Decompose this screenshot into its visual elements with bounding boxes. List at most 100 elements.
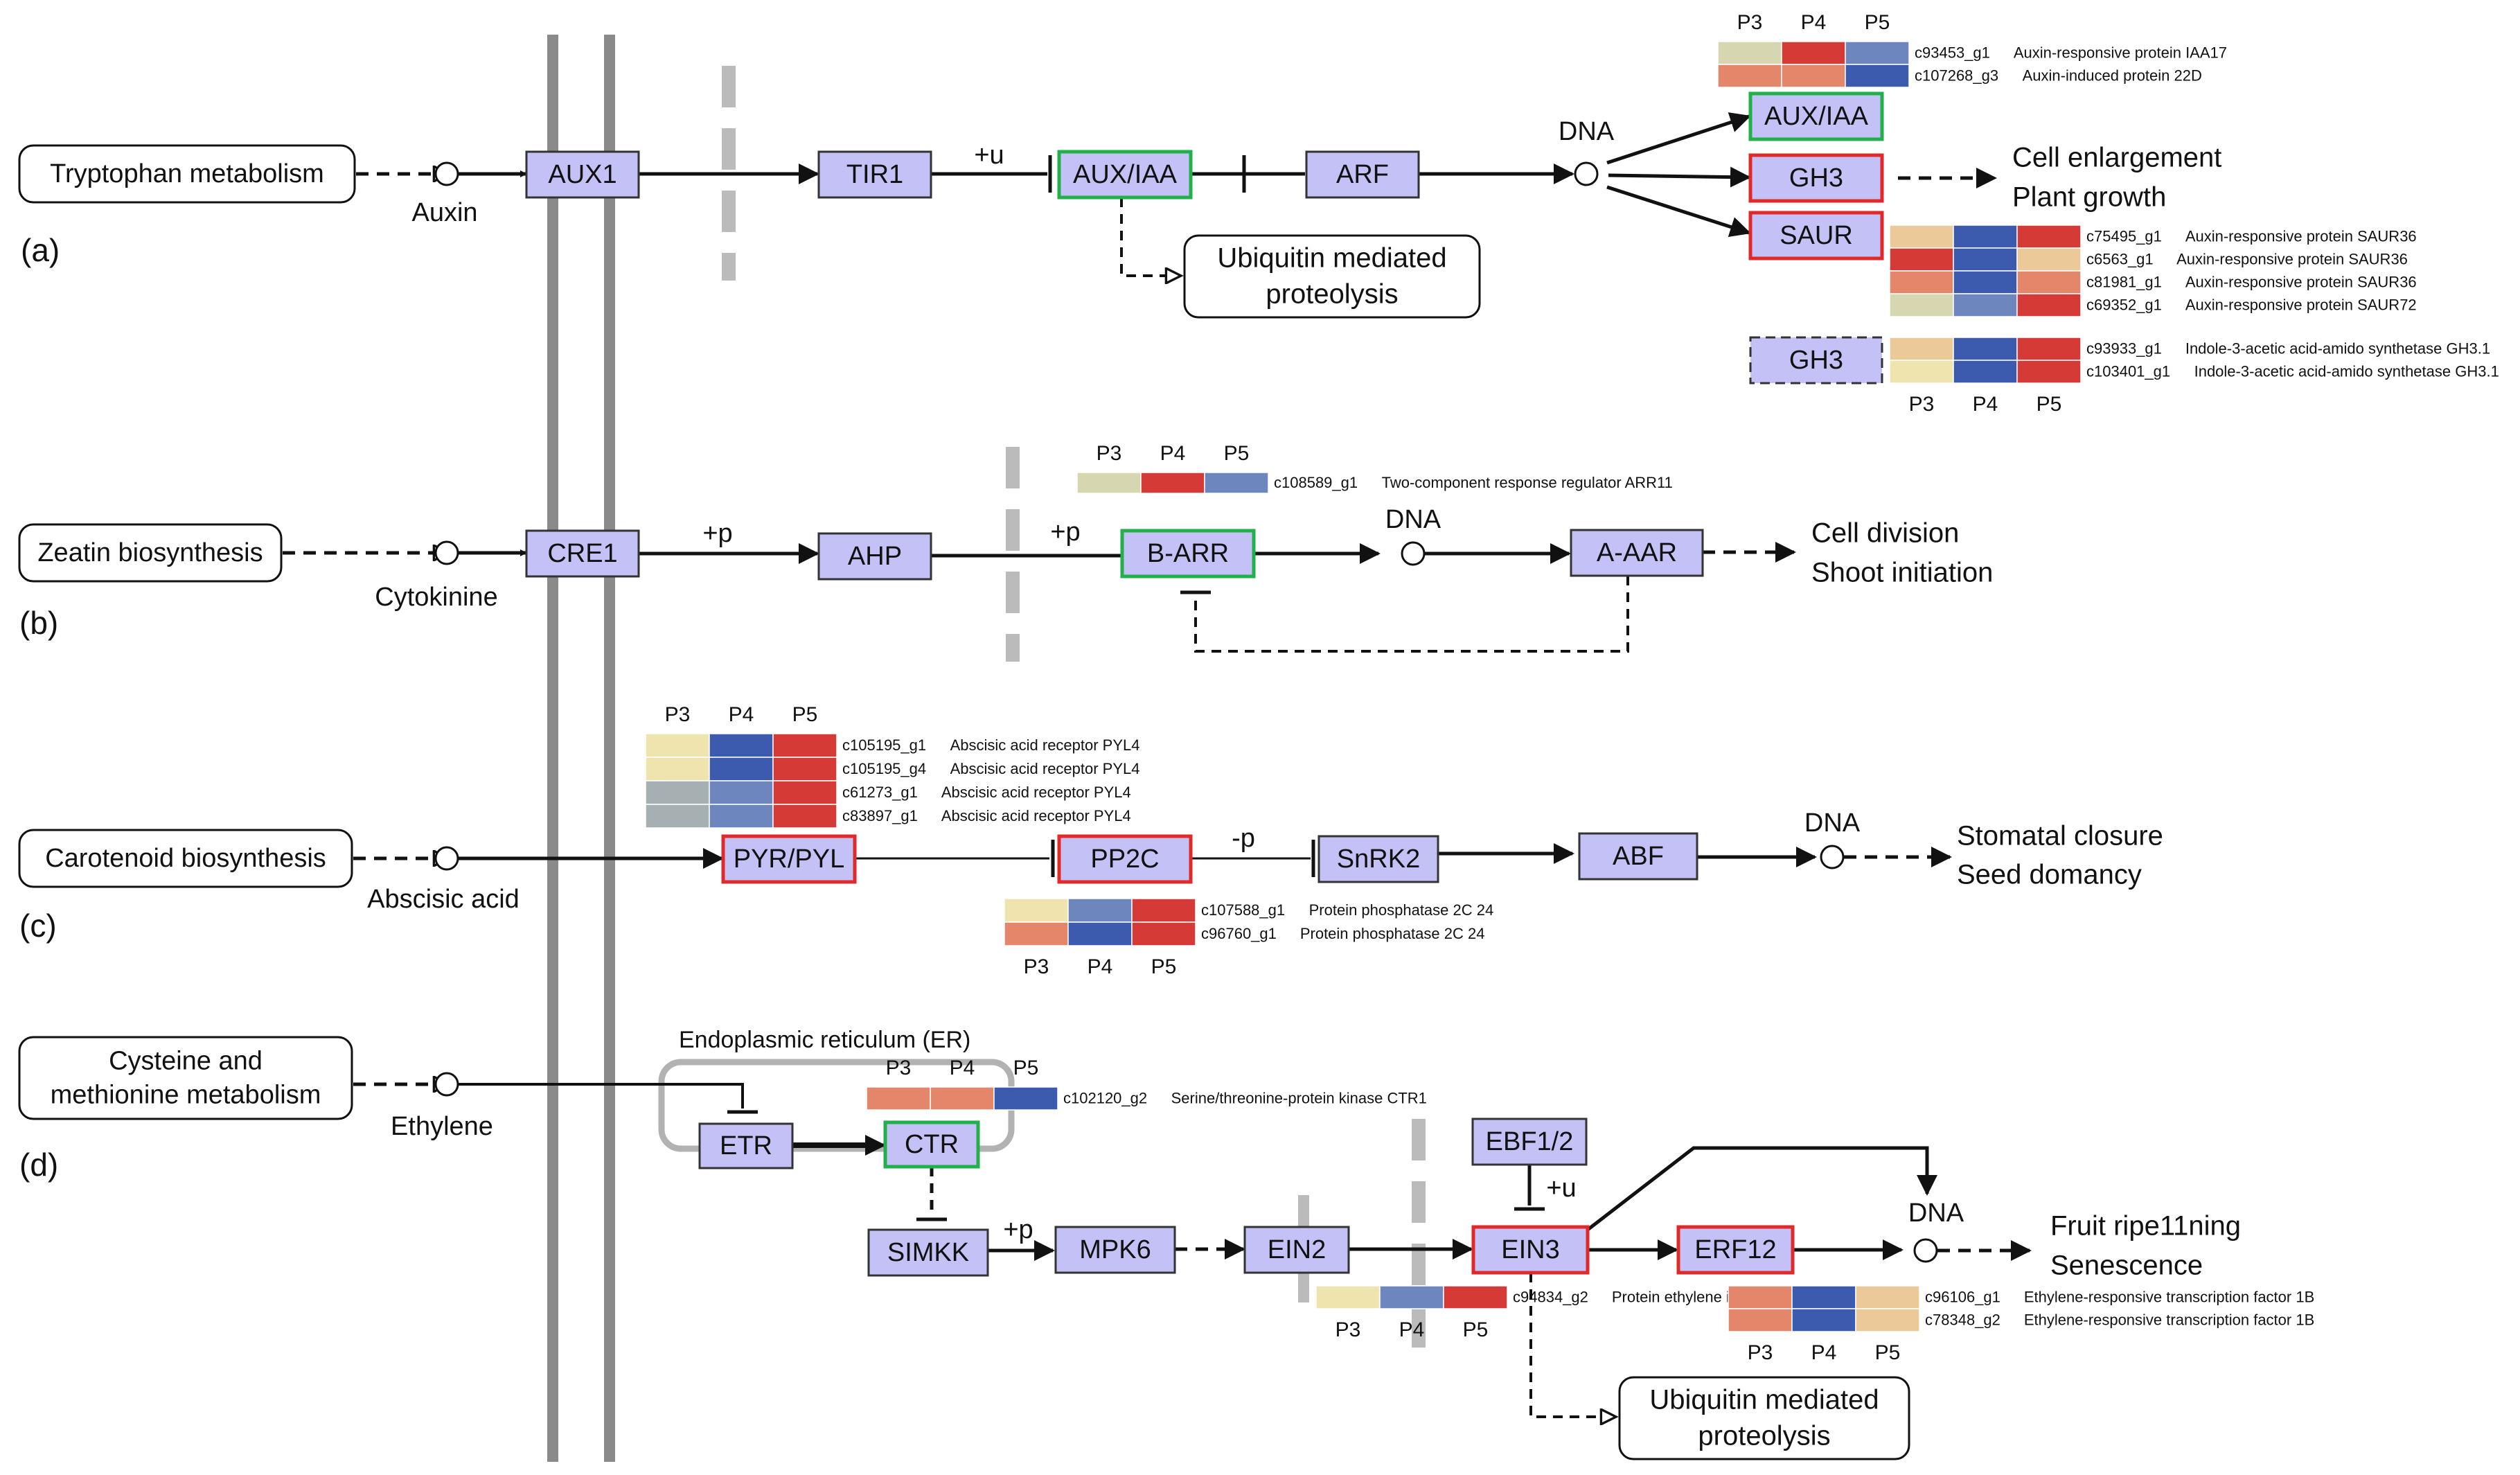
outcome-d-line1: Fruit ripe11ning <box>2050 1211 2241 1242</box>
gene-box <box>1578 832 1698 881</box>
dna-label-b: DNA <box>1385 505 1441 534</box>
gene-simkk: SIMKK <box>867 1228 989 1277</box>
gene-box <box>1570 529 1704 577</box>
heatmap-cell <box>1131 898 1196 923</box>
gene-box <box>1057 150 1193 200</box>
gene-id: c75495_g1 <box>2086 227 2162 245</box>
label-plus-p-b1: +p <box>702 519 732 548</box>
source-box-tryptophan-text: Tryptophan metabolism <box>50 159 324 188</box>
source-box-tryptophan: Tryptophan metabolism <box>18 144 356 204</box>
sample-header: P5 <box>1875 1341 1901 1364</box>
heatmap-cell <box>1953 247 2018 272</box>
heatmap-cell <box>1067 921 1133 946</box>
gene-box <box>1749 336 1883 385</box>
heatmap-cell <box>2016 224 2082 249</box>
gene-box <box>525 529 640 578</box>
heatmap-cell <box>1791 1308 1856 1332</box>
sample-header: P5 <box>1224 442 1250 465</box>
heatmap-cell <box>1717 41 1782 65</box>
heatmap-cell <box>993 1086 1058 1111</box>
gene-label: ERF12 <box>1694 1235 1776 1264</box>
aba-node <box>434 846 459 871</box>
gene-description: Ethylene-responsive transcription factor… <box>2024 1311 2314 1328</box>
gene-label: AUX/IAA <box>1764 102 1869 131</box>
heatmap-cell <box>709 804 774 829</box>
ubiquitin-box-d-text: proteolysis <box>1698 1421 1830 1451</box>
gene-box <box>1748 91 1884 141</box>
dna-label-a: DNA <box>1559 117 1615 146</box>
heatmap-cell <box>772 757 837 781</box>
edge-ein3-dna-bypass <box>1586 1146 1929 1231</box>
panel-label-d: (d) <box>19 1147 58 1183</box>
gene-label: AHP <box>848 542 902 571</box>
outcome-d-line2: Senescence <box>2050 1251 2203 1281</box>
sample-header: P3 <box>886 1057 912 1079</box>
sample-header: P3 <box>665 703 691 726</box>
heatmap-cell <box>1889 247 1954 272</box>
sample-header: P3 <box>1748 1341 1773 1364</box>
heatmap-cell <box>2016 270 2082 294</box>
gene-label: EIN2 <box>1268 1235 1326 1264</box>
gene-id: c107268_g3 <box>1915 67 1998 84</box>
edge-ein3-ubiquitin <box>1529 1273 1616 1417</box>
gene-label: CRE1 <box>547 539 617 568</box>
source-box-zeatin-frame <box>18 523 283 583</box>
heatmap-cell <box>1067 898 1133 923</box>
gene-id: c69352_g1 <box>2086 296 2162 313</box>
sample-header: P3 <box>1909 393 1935 416</box>
sample-header: P4 <box>1811 1341 1837 1364</box>
gene-label: PYR/PYL <box>734 845 845 874</box>
gene-box <box>1120 529 1256 578</box>
gene-aux-iaa-out: AUX/IAA <box>1748 91 1884 141</box>
heatmap-cell <box>1889 293 1954 317</box>
sample-header: P4 <box>1801 11 1827 34</box>
gene-gh3: GH3 <box>1748 153 1884 203</box>
sample-header: P4 <box>950 1057 975 1079</box>
gene-snrk2: SnRK2 <box>1317 835 1439 883</box>
gene-label: AUX1 <box>548 160 616 189</box>
heatmap-cell <box>1076 472 1142 494</box>
gene-id: c61273_g1 <box>842 784 918 801</box>
edge-aaar-feedback <box>1194 576 1629 653</box>
gene-description: Ethylene-responsive transcription factor… <box>2024 1288 2314 1305</box>
gene-saur: SAUR <box>1748 211 1884 260</box>
gene-id: c81981_g1 <box>2086 273 2162 290</box>
heatmap-cell <box>1004 921 1069 946</box>
ubiquitin-box-d-text: Ubiquitin mediated <box>1649 1385 1879 1415</box>
label-plus-p-d: +p <box>1003 1215 1033 1244</box>
cytokinine-node <box>434 540 459 565</box>
gene-description: Abscisic acid receptor PYL4 <box>941 807 1131 824</box>
heatmap-cell <box>1889 224 1954 249</box>
gene-label: ARF <box>1336 160 1389 189</box>
gene-ebf12: EBF1/2 <box>1471 1118 1588 1166</box>
gene-description: Serine/threonine-protein kinase CTR1 <box>1171 1089 1427 1106</box>
dna-label-c: DNA <box>1804 809 1861 838</box>
gene-mpk6: MPK6 <box>1054 1226 1176 1274</box>
gene-label: MPK6 <box>1079 1235 1151 1264</box>
gene-description: Abscisic acid receptor PYL4 <box>941 784 1131 801</box>
gene-id: c96106_g1 <box>1925 1288 2000 1305</box>
gene-label: B-ARR <box>1147 539 1229 568</box>
edge-dna-gh3 <box>1608 166 1751 188</box>
heatmap-cell <box>1855 1308 1920 1332</box>
edge-ethylene-etr <box>458 1083 744 1109</box>
heatmap-cell <box>1953 360 2018 384</box>
sample-header: P4 <box>1399 1318 1425 1341</box>
gene-ein2: EIN2 <box>1243 1226 1350 1274</box>
ubiquitin-box-a-frame <box>1183 234 1481 319</box>
gene-box <box>1317 835 1439 883</box>
gene-label: GH3 <box>1789 164 1843 193</box>
gene-id: c93933_g1 <box>2086 339 2162 357</box>
gene-pyr-pyl: PYR/PYL <box>721 834 857 884</box>
ubiquitin-box-d-frame <box>1618 1376 1910 1460</box>
sample-header: P5 <box>1151 955 1177 978</box>
heatmap-cell <box>1204 472 1269 494</box>
gene-id: c105195_g1 <box>842 736 926 754</box>
source-box-tryptophan-frame <box>18 144 356 204</box>
